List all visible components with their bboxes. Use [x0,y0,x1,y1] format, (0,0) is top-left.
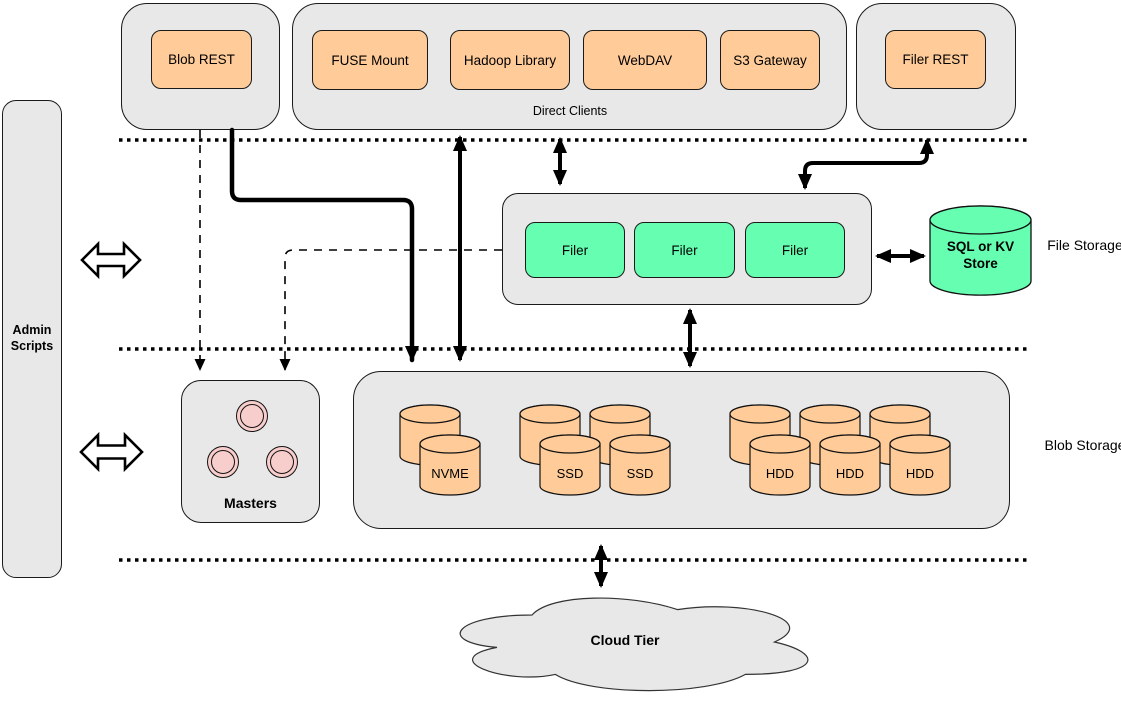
admin-blobstorage-doublearrow-icon [79,431,144,473]
filer-rest-node: Filer REST [885,30,986,89]
hdd-volume-2-label: HDD [836,466,864,481]
ssd-volume-2-label: SSD [627,466,654,481]
arrow-blobrest-to-blobstorage [229,127,419,363]
cloud-tier-shape [459,597,809,692]
admin-scripts-panel: Admin Scripts [2,100,62,578]
client-node-webdav: WebDAV [583,30,707,90]
master-node-3 [266,446,298,478]
admin-scripts-label: Admin Scripts [10,323,54,353]
ssd-volume-1-label: SSD [557,466,584,481]
filer-node-2: Filer [634,222,735,278]
blob-rest-node: Blob REST [151,30,252,89]
nvme-volume: NVME [419,434,481,496]
blob-storage-label: Blob Storage [1044,437,1121,453]
masters-group: Masters [181,380,320,523]
hdd-volume-3: HDD [889,434,951,496]
cloud-tier-label: Cloud Tier [590,632,660,648]
masters-label: Masters [224,495,277,511]
ssd-volume-2: SSD [609,434,671,496]
sql-kv-store-label: SQL or KV Store [946,239,1015,271]
hdd-volume-2: HDD [819,434,881,496]
filer-node-3: Filer [745,222,845,278]
arrow-filer-to-masters [279,249,502,371]
ssd-volume-1: SSD [539,434,601,496]
client-node-s3-gateway: S3 Gateway [720,30,820,90]
direct-clients-caption: Direct Clients [532,104,608,118]
nvme-volume-label: NVME [431,466,469,481]
admin-filerstorage-doublearrow-icon [80,240,142,280]
hdd-volume-3-label: HDD [906,466,934,481]
sql-kv-store-cylinder [929,205,1032,296]
client-node-fuse-mount: FUSE Mount [312,30,428,90]
hdd-volume-1-label: HDD [766,466,794,481]
master-node-2 [207,446,239,478]
filer-node-1: Filer [525,222,625,278]
file-storage-label: File Storage [1047,237,1121,253]
arrow-filerrest-filers [798,138,934,190]
master-node-1 [236,400,268,432]
hdd-volume-1: HDD [749,434,811,496]
client-node-hadoop-library: Hadoop Library [450,30,570,90]
